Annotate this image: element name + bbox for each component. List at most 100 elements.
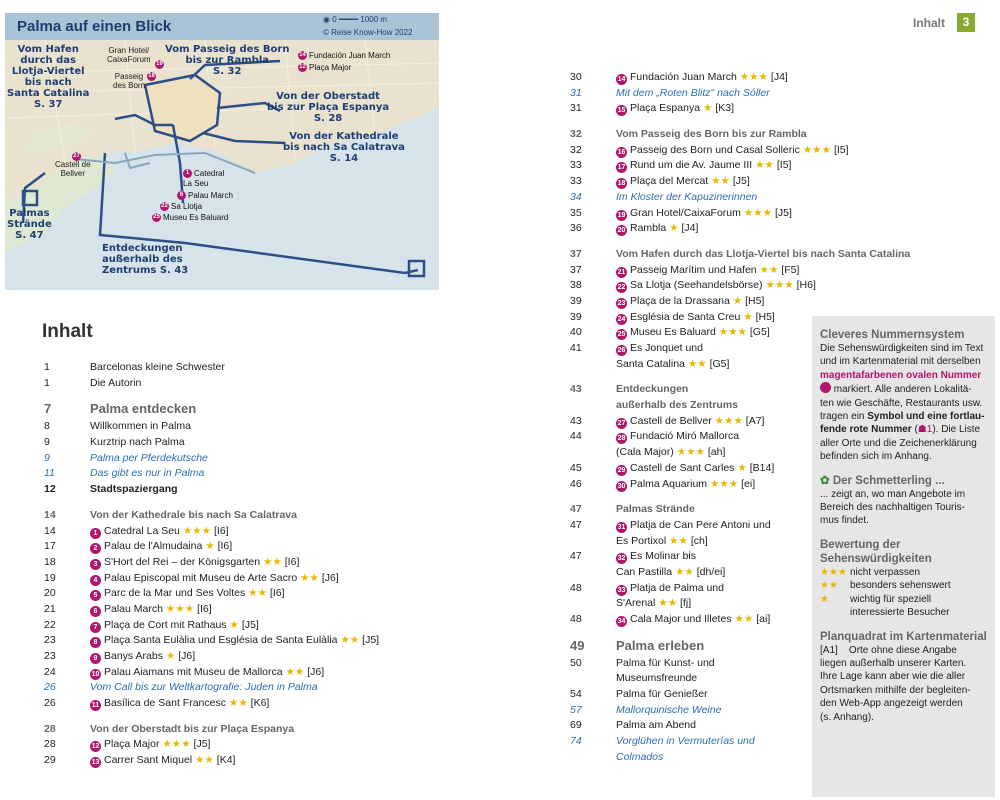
sight-number-badge: 12 <box>90 741 101 753</box>
toc-page-number: 14 <box>44 508 56 521</box>
sight-number-badge: 8 <box>90 637 101 649</box>
toc-page-number: 24 <box>44 665 56 678</box>
map-grid-ref: [F5] <box>781 263 800 276</box>
rating-stars: ★★★ <box>714 414 743 427</box>
map-grid-ref: [ah] <box>707 446 726 459</box>
rating-stars: ★ <box>229 618 239 631</box>
sidebar-text: ten wie Geschäfte, Restaurants usw. <box>820 397 983 409</box>
sidebar-text: und im Kartenmaterial mit derselben <box>820 356 981 368</box>
butterfly-icon: ✿ <box>820 474 830 487</box>
toc-text: Kurztrip nach Palma <box>90 435 185 451</box>
toc-title: Kurztrip nach Palma <box>90 436 185 449</box>
toc-title: Sa Llotja (Seehandelsbörse) <box>630 279 763 292</box>
toc-page-number: 32 <box>570 143 582 156</box>
toc-text: Santa Catalina ★★ [G5] <box>616 357 729 373</box>
toc-title: Im Kloster der Kapuzinerinnen <box>616 190 758 203</box>
rating-stars: ★ <box>743 310 753 323</box>
sidebar-text: Ihre Lage kann aber wie die aller <box>820 671 966 683</box>
toc-title: Von der Oberstadt bis zur Plaça Espanya <box>90 722 295 735</box>
toc-page-number: 35 <box>570 206 582 219</box>
toc-title: Palau de l'Almudaina <box>104 540 203 553</box>
toc-page-number: 57 <box>570 703 582 716</box>
toc-text: (Cala Major) ★★★ [ah] <box>616 445 725 461</box>
toc-page-number: 28 <box>44 722 56 735</box>
running-header: Inhalt <box>913 16 945 30</box>
toc-page-number: 33 <box>570 175 582 188</box>
compass-icon: ◉ <box>323 15 330 24</box>
toc-text: Palma für Kunst- und <box>616 656 715 672</box>
map-grid-ref: [J5] <box>774 206 792 219</box>
map-route-label-oberstadt: Von der Oberstadt bis zur Plaça Espanya … <box>267 91 390 124</box>
rating-stars: ★★ <box>658 597 678 610</box>
sight-number-badge: 5 <box>90 590 101 602</box>
toc-page-number: 36 <box>570 222 582 235</box>
rating-stars: ★★ <box>711 175 730 188</box>
toc-title: Willkommen in Palma <box>90 420 191 433</box>
sidebar-text: aller Orte und die Zeichenerklärung <box>820 437 977 449</box>
toc-title: Barcelonas kleine Schwester <box>90 361 225 373</box>
toc-page-number: 41 <box>570 342 582 354</box>
toc-page-number: 28 <box>44 738 56 751</box>
sidebar-heading-grid: Planquadrat im Kartenmaterial <box>820 630 987 643</box>
toc-text: Palma am Abend <box>616 718 696 734</box>
map-grid-ref: [K3] <box>715 102 734 115</box>
sight-number-badge: 10 <box>90 668 101 680</box>
toc-entry: 9 Kurztrip nach Palma <box>44 435 404 451</box>
map-poi-27: 27 <box>72 152 81 162</box>
toc-page-number: 39 <box>570 294 582 307</box>
toc-entry-continued: Santa Catalina ★★ [G5] <box>570 357 810 373</box>
rating-stars: ★★ <box>195 754 214 767</box>
toc-title: Rambla <box>630 222 667 235</box>
toc-page-number: 37 <box>570 247 582 260</box>
map-grid-ref: [ai] <box>756 613 771 625</box>
rating-stars: ★★★ <box>765 279 794 292</box>
toc-page-number: 47 <box>570 503 582 516</box>
map-grid-ref: [I6] <box>213 524 229 537</box>
map-title-bar <box>5 13 439 40</box>
toc-title: Basílica de Sant Francesc <box>104 697 226 710</box>
toc-page-number: 48 <box>570 581 582 594</box>
toc-page-number: 9 <box>44 436 50 449</box>
toc-title: Palma für Genießer <box>616 688 708 701</box>
rating-stars: ★★ <box>820 580 838 592</box>
toc-entry-continued: Es Portixol ★★ [ch] <box>570 534 810 550</box>
toc-text: Es Portixol ★★ [ch] <box>616 534 708 550</box>
rating-stars: ★ <box>702 102 713 115</box>
rating-legend: ★★★nicht verpassen★★besonders sehenswert… <box>820 566 989 620</box>
map-grid-ref: [H5] <box>745 294 765 307</box>
map-grid-ref: [J6] <box>178 650 196 662</box>
toc-title: Església de Santa Creu <box>630 310 741 323</box>
sight-number-badge: 22 <box>616 282 627 294</box>
map-title: Palma auf einen Blick <box>17 18 172 35</box>
toc-page-number: 48 <box>570 613 582 625</box>
toc-title: Palma für Kunst- und <box>616 656 715 669</box>
map-grid-ref: [ei] <box>741 477 756 490</box>
toc-title: Catedral La Seu <box>104 524 180 537</box>
sidebar-heading-butterfly: ✿ Der Schmetterling ... <box>820 474 945 487</box>
toc-title: S'Arenal <box>616 597 656 610</box>
toc-text: Das gibt es nur in Palma <box>90 466 204 482</box>
toc-text: Vom Call bis zur Weltkartografie: Juden … <box>90 680 318 696</box>
map-grid-ref: [I5] <box>776 159 792 172</box>
toc-text: Von der Oberstadt bis zur Plaça Espanya <box>90 722 294 738</box>
map-grid-ref: [fj] <box>680 597 692 610</box>
